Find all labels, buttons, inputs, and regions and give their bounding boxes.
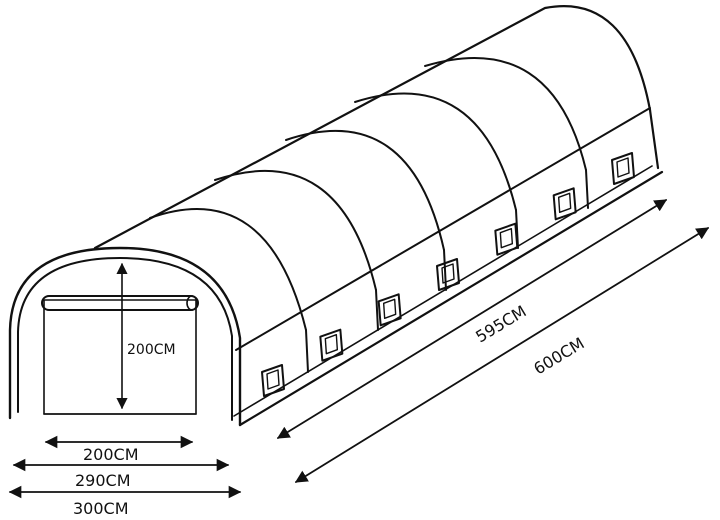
side-windows — [261, 152, 635, 397]
inner-length-label: 595CM — [472, 302, 529, 347]
door-roll-end — [186, 295, 198, 311]
post-2 — [375, 289, 379, 331]
post-3 — [443, 249, 447, 291]
door-roll — [41, 295, 199, 311]
front-inner-arch — [17, 257, 233, 421]
roof-ridge-line — [93, 5, 652, 250]
side-window-pane — [324, 333, 339, 355]
side-window — [261, 364, 285, 397]
inner-width-dimension: 290CM — [12, 458, 230, 490]
inner-length-dimension: 595CM — [276, 199, 668, 439]
outer-length-arrow — [294, 227, 710, 483]
side-window — [436, 258, 460, 291]
post-5 — [585, 169, 589, 209]
side-window — [611, 152, 635, 185]
side-window-pane — [557, 192, 572, 214]
inner-width-label: 290CM — [75, 471, 131, 490]
outer-width-label: 300CM — [73, 499, 129, 518]
side-window-pane — [616, 157, 630, 178]
side-skirt-line — [235, 107, 651, 351]
hoop-4 — [354, 92, 517, 211]
door-height-label: 200CM — [127, 342, 176, 358]
side-window — [319, 328, 344, 362]
hoop-1 — [149, 208, 307, 331]
outer-width-dimension: 300CM — [8, 485, 242, 518]
side-window-pane — [382, 298, 397, 320]
back-end-line — [648, 108, 660, 170]
base-line-inner — [233, 165, 653, 417]
hoop-2 — [214, 169, 377, 291]
side-window — [552, 187, 577, 221]
side-window — [494, 222, 519, 256]
door-width-dimension: 200CM — [44, 435, 194, 464]
outer-length-label: 600CM — [530, 334, 587, 379]
hoop-5 — [424, 57, 587, 171]
side-window — [377, 293, 402, 327]
side-window-pane — [499, 227, 514, 249]
side-window-pane — [441, 263, 455, 284]
door-height-dimension: 200CM — [116, 262, 176, 410]
side-window-pane — [266, 369, 280, 390]
front-outer-arch — [8, 246, 242, 427]
door-width-label: 200CM — [83, 445, 139, 464]
roof-hoops — [149, 57, 589, 373]
hoop-3 — [285, 130, 445, 251]
post-1 — [305, 329, 309, 373]
inner-length-arrow — [276, 199, 668, 439]
